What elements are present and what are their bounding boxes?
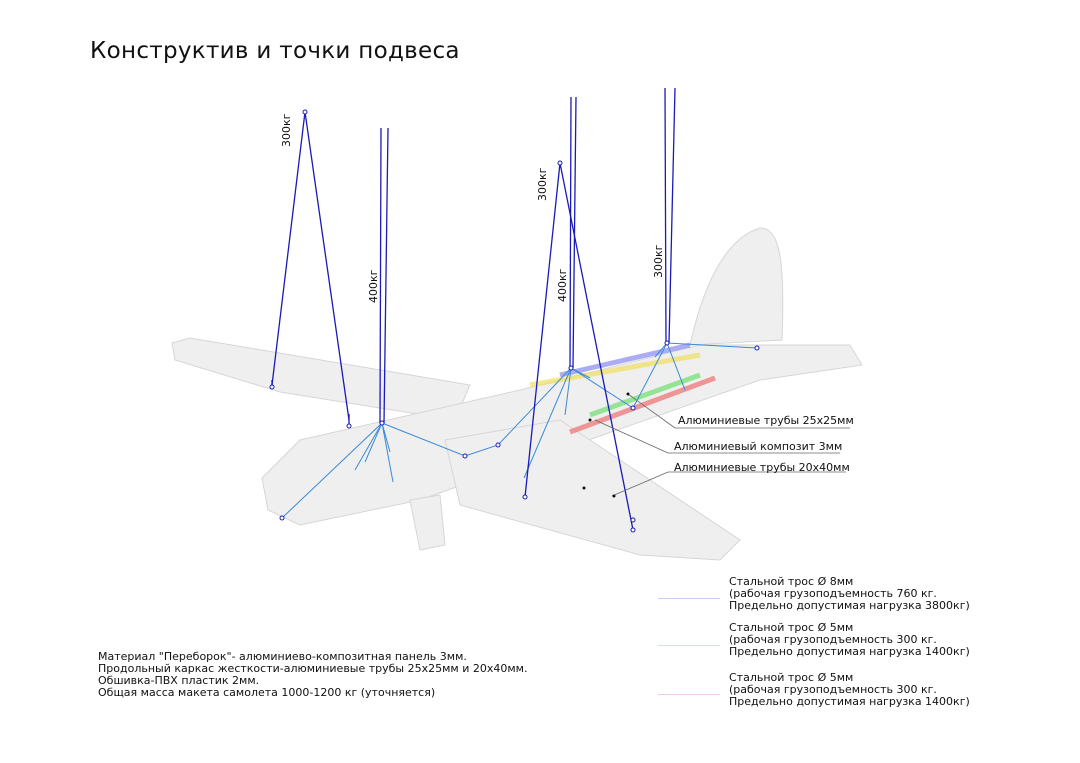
note-line: Общая масса макета самолета 1000-1200 кг… — [98, 686, 436, 699]
legend-text: Предельно допустимая нагрузка 3800кг) — [729, 599, 970, 612]
callout-leaders — [594, 393, 850, 497]
left-wing — [171, 337, 471, 421]
load-label: 300кг — [652, 244, 665, 278]
engine-cowl — [409, 494, 446, 551]
right-wing — [444, 419, 741, 561]
load-label: 400кг — [556, 268, 569, 302]
load-label: 400кг — [367, 269, 380, 303]
note-line: Продольный каркас жесткости-алюминиевые … — [98, 662, 528, 675]
callout-tubes-25x25: Алюминиевые трубы 25x25мм — [678, 414, 854, 427]
legend-text: Предельно допустимая нагрузка 1400кг) — [729, 695, 970, 708]
callout-tubes-20x40: Алюминиевые трубы 20x40мм — [674, 461, 850, 474]
legend-text: Стальной трос Ø 5мм — [729, 671, 854, 684]
legend-item: Стальной трос Ø 5мм (рабочая грузоподъем… — [729, 672, 970, 708]
callout-composite: Алюминиевый композит 3мм — [674, 440, 843, 453]
airplane-frame — [171, 227, 863, 561]
legend-text: (рабочая грузоподъемность 300 кг. — [729, 633, 937, 646]
legend-text: Стальной трос Ø 5мм — [729, 621, 854, 634]
legend-item: Стальной трос Ø 8мм (рабочая грузоподъем… — [729, 576, 970, 612]
legend-line-green — [658, 645, 720, 646]
note-line: Обшивка-ПВХ пластик 2мм. — [98, 674, 260, 687]
load-label: 300кг — [536, 167, 549, 201]
attach-points — [269, 109, 760, 533]
note-line: Материал "Переборок"- алюминиево-компози… — [98, 650, 467, 663]
legend-line-pink — [658, 694, 720, 695]
legend-text: (рабочая грузоподъемность 760 кг. — [729, 587, 937, 600]
legend-text: Предельно допустимая нагрузка 1400кг) — [729, 645, 970, 658]
load-label: 300кг — [280, 113, 293, 147]
legend-item: Стальной трос Ø 5мм (рабочая грузоподъем… — [729, 622, 970, 658]
legend-text: Стальной трос Ø 8мм — [729, 575, 854, 588]
material-notes: Материал "Переборок"- алюминиево-компози… — [98, 651, 527, 699]
tail-fin — [689, 227, 784, 346]
legend-line-blue — [658, 598, 720, 599]
page-title: Конструктив и точки подвеса — [90, 38, 460, 64]
legend-text: (рабочая грузоподъемность 300 кг. — [729, 683, 937, 696]
